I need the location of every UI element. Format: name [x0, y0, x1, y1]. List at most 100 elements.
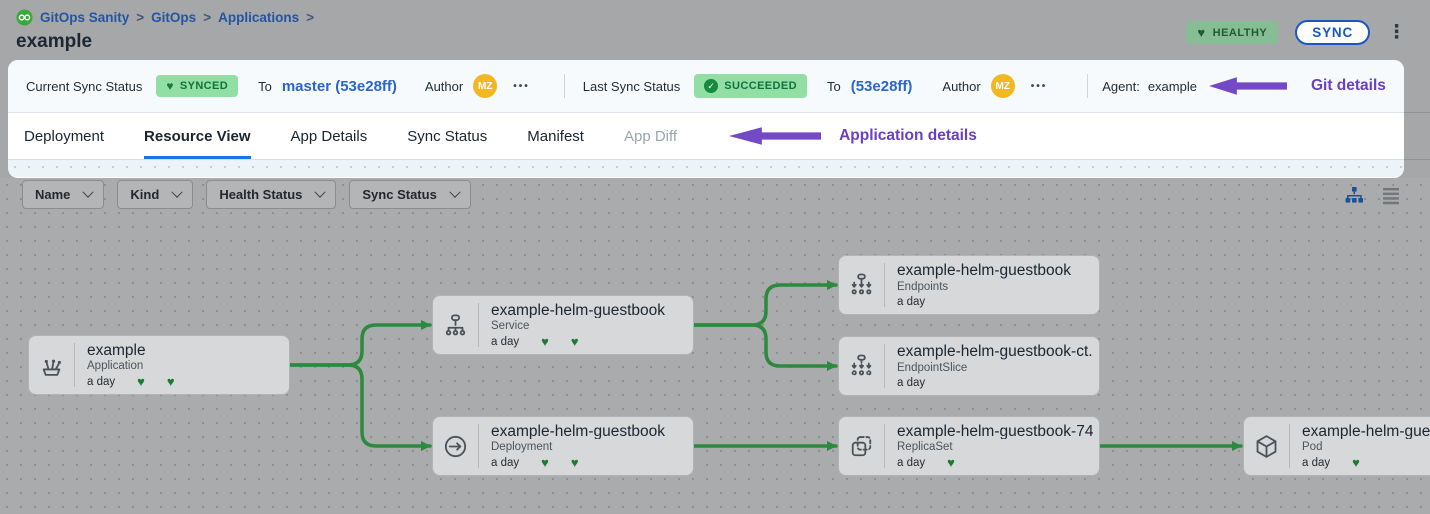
sync-status-bar: Current Sync Status ♥ SYNCED To master (… [8, 60, 1404, 113]
tab-app-diff[interactable]: App Diff [623, 127, 678, 145]
filter-dropdown-kind[interactable]: Kind [117, 180, 194, 209]
filter-label: Kind [130, 187, 160, 202]
node-title: example-helm-guestbook [491, 302, 666, 318]
more-actions-icon[interactable]: ••• [1030, 80, 1048, 92]
author-avatar: MZ [990, 74, 1015, 98]
node-title: example [87, 342, 146, 358]
chevron-down-icon [314, 186, 327, 198]
heart-icon: ♥ [137, 374, 145, 389]
node-title: example-helm-guestbook [1302, 423, 1430, 439]
filter-dropdown-sync-status[interactable]: Sync Status [349, 180, 471, 209]
current-sync-status-label: Current Sync Status [26, 78, 143, 94]
application-details-annotation: Application details [839, 127, 977, 144]
health-status-badge: ♥ HEALTHY [1186, 21, 1279, 44]
tab-sync-status[interactable]: Sync Status [407, 127, 488, 145]
filter-bar: Name Kind Health Status Sync Status [22, 180, 471, 209]
more-actions-icon[interactable]: ••• [513, 80, 530, 92]
tab-manifest[interactable]: Manifest [527, 127, 584, 145]
endpointslice-icon [839, 337, 884, 395]
filter-label: Sync Status [362, 187, 437, 202]
synced-badge: ♥ SYNCED [156, 75, 239, 97]
node-age: a day [87, 375, 116, 388]
author-avatar: MZ [473, 74, 498, 98]
sync-button[interactable]: SYNC [1295, 20, 1370, 45]
node-kind: Service [491, 320, 530, 332]
node-title: example-helm-guestbook-ct... [897, 343, 1093, 360]
pod-icon [1244, 417, 1289, 475]
resource-node-pod[interactable]: example-helm-guestbookPoda day♥ [1243, 416, 1430, 476]
node-kind: Pod [1302, 441, 1323, 453]
chevron-down-icon [171, 186, 183, 198]
node-kind: Endpoints [897, 281, 949, 293]
annotation-arrow-icon [1208, 75, 1287, 97]
replicaset-icon [839, 417, 884, 475]
last-target-revision-link[interactable]: (53e28ff) [850, 77, 913, 95]
kebab-menu-icon[interactable]: ⋮ [1387, 22, 1406, 43]
annotation-arrow-icon [729, 125, 822, 147]
node-age: a day [897, 377, 926, 389]
divider [74, 343, 75, 387]
graph-edge [692, 280, 838, 327]
list-view-icon[interactable] [1381, 185, 1401, 205]
heart-icon: ♥ [166, 79, 174, 93]
application-icon [29, 336, 74, 394]
deployment-icon [433, 417, 478, 475]
node-title: example-helm-guestbook [491, 423, 666, 439]
heart-icon: ♥ [570, 455, 579, 470]
node-age: a day [491, 335, 520, 348]
tab-app-details[interactable]: App Details [290, 127, 368, 145]
filter-dropdown-name[interactable]: Name [22, 180, 105, 209]
current-target-revision-link[interactable]: master (53e28ff) [281, 77, 397, 95]
node-title: example-helm-guestbook-74... [897, 423, 1093, 439]
graph-edge [288, 363, 432, 451]
breadcrumb-separator: > [136, 10, 145, 25]
last-author-label: Author [942, 78, 981, 94]
divider [1404, 112, 1430, 113]
heart-icon: ♥ [541, 455, 549, 470]
divider [884, 344, 885, 388]
filter-dropdown-health-status[interactable]: Health Status [206, 180, 337, 209]
chevron-down-icon [82, 186, 95, 198]
divider [478, 303, 479, 347]
view-toggles [1344, 185, 1401, 205]
page-header: GitOps Sanity>GitOps>Applications> examp… [0, 0, 1430, 60]
graph-view-icon[interactable] [1344, 185, 1364, 205]
node-kind: EndpointSlice [897, 362, 968, 374]
tab-deployment[interactable]: Deployment [24, 127, 105, 145]
resource-graph-canvas[interactable]: Name Kind Health Status Sync Status example… [0, 178, 1430, 514]
tab-resource-view[interactable]: Resource View [144, 113, 251, 159]
health-badge-label: HEALTHY [1212, 26, 1268, 39]
breadcrumb-separator: > [203, 10, 212, 25]
divider [1087, 74, 1089, 98]
divider [1289, 424, 1290, 468]
node-kind: Deployment [491, 441, 553, 453]
resource-node-endpointslice[interactable]: example-helm-guestbook-ct... EndpointSlic… [838, 336, 1100, 396]
filter-label: Health Status [219, 187, 303, 202]
graph-edge [692, 323, 838, 371]
breadcrumb-link[interactable]: Applications [218, 10, 300, 25]
gitops-logo-icon [16, 9, 33, 26]
breadcrumb-link[interactable]: GitOps [151, 10, 197, 25]
filter-label: Name [35, 187, 71, 202]
endpoints-icon [839, 256, 884, 314]
agent-value: example [1147, 78, 1197, 94]
heart-icon: ♥ [1352, 455, 1360, 470]
heart-icon: ♥ [1197, 25, 1206, 40]
node-age: a day [897, 296, 926, 308]
breadcrumb-separator: > [306, 10, 314, 25]
breadcrumb-link[interactable]: GitOps Sanity [40, 10, 130, 25]
heart-icon: ♥ [947, 455, 955, 470]
chevron-down-icon [449, 186, 461, 198]
last-to-label: To [826, 78, 841, 94]
check-circle-icon: ✓ [704, 79, 719, 93]
tab-bar: Deployment Resource View App Details Sync S… [8, 113, 1404, 160]
heart-icon: ♥ [166, 374, 175, 389]
current-to-label: To [258, 78, 272, 94]
current-author-label: Author [424, 78, 464, 94]
graph-edge [288, 320, 432, 367]
